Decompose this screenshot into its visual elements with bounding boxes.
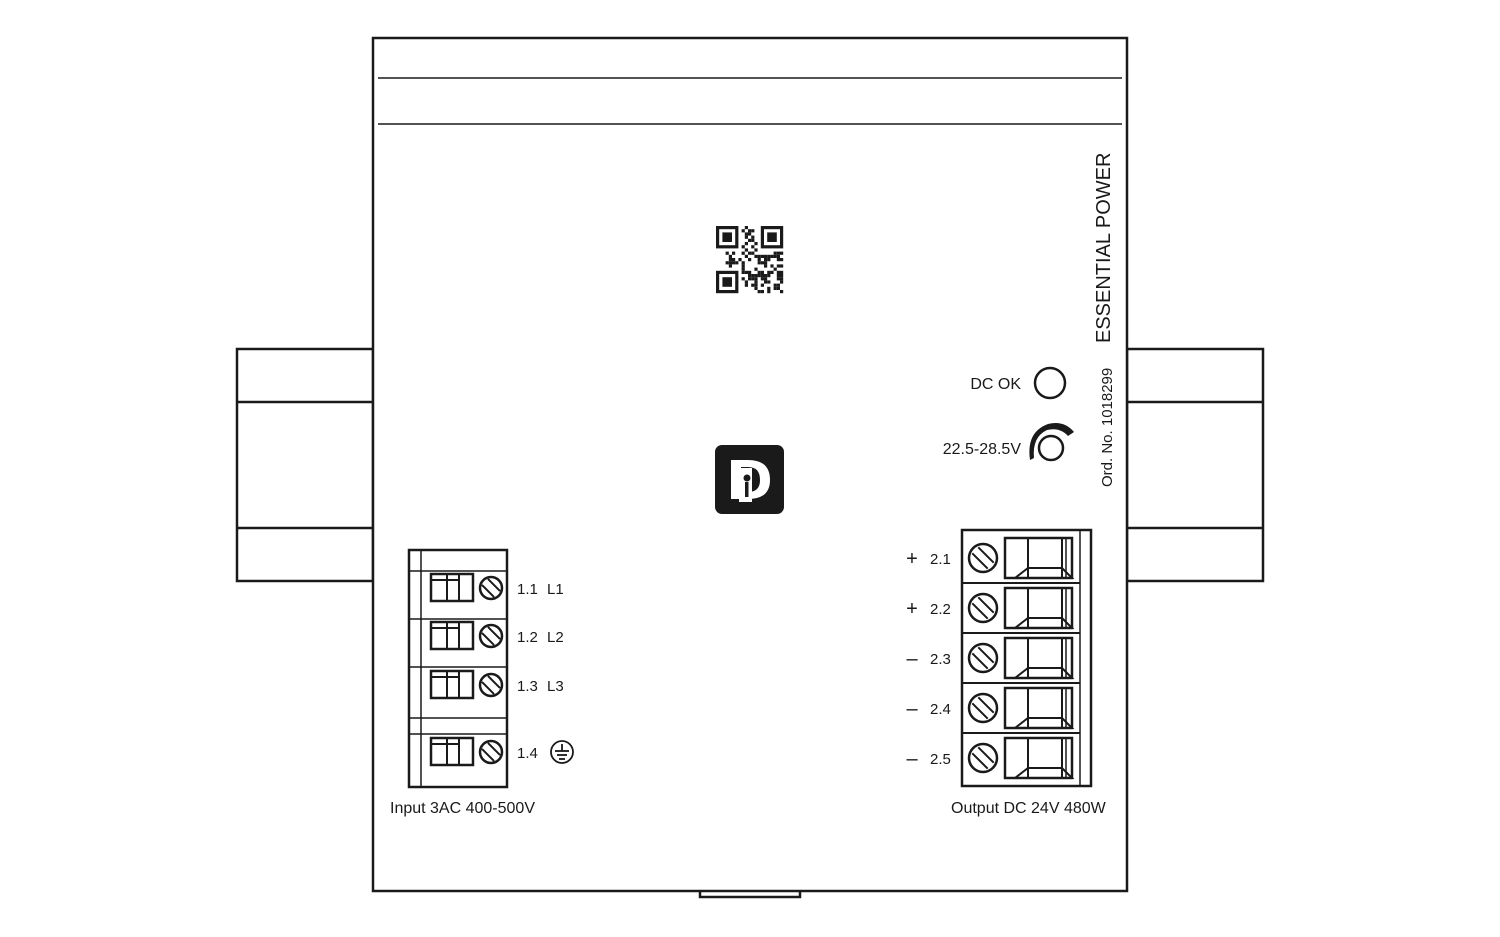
phoenix-logo-icon: [715, 445, 784, 514]
screw-icon: [967, 642, 999, 674]
input-terminal-number: 1.3: [517, 678, 538, 695]
output-caption: Output DC 24V 480W: [951, 800, 1107, 817]
voltage-adjust-label: 22.5-28.5V: [943, 441, 1022, 458]
output-terminal-number: 2.4: [930, 701, 951, 718]
input-terminal-1.1[interactable]: [429, 572, 475, 603]
screw-icon: [478, 672, 504, 698]
output-terminal-number: 2.1: [930, 551, 951, 568]
output-terminal-number: 2.5: [930, 751, 951, 768]
output-terminal-2.3[interactable]: [1003, 636, 1075, 680]
input-terminal-block: [407, 548, 509, 789]
input-terminal-number: 1.4: [517, 745, 538, 762]
screw-icon: [478, 575, 504, 601]
dc-ok-label: DC OK: [970, 376, 1021, 393]
din-rail-left: [235, 347, 375, 583]
output-polarity: +: [906, 548, 918, 570]
output-terminal-2.1[interactable]: [1003, 536, 1075, 580]
output-terminal-2.5[interactable]: [1003, 736, 1075, 780]
qr-code-icon: [716, 226, 784, 294]
output-polarity: –: [906, 648, 918, 670]
screw-icon: [967, 592, 999, 624]
output-terminal-2.2[interactable]: [1003, 586, 1075, 630]
input-terminal-label: L1: [547, 581, 564, 598]
output-terminal-number: 2.3: [930, 651, 951, 668]
led-indicator-icon: [1033, 366, 1067, 400]
din-clip: [698, 891, 802, 899]
ground-icon: [550, 740, 574, 764]
input-terminal-1.4[interactable]: [429, 736, 475, 767]
screw-icon: [967, 542, 999, 574]
input-terminal-label: L3: [547, 678, 564, 695]
output-polarity: –: [906, 698, 918, 720]
potentiometer-icon[interactable]: [1029, 423, 1074, 462]
output-terminal-2.4[interactable]: [1003, 686, 1075, 730]
output-terminal-number: 2.2: [930, 601, 951, 618]
input-terminal-1.3[interactable]: [429, 669, 475, 700]
brand-label: ESSENTIAL POWER: [1093, 153, 1115, 343]
order-number: Ord. No. 1018299: [1099, 368, 1116, 487]
input-terminal-number: 1.2: [517, 629, 538, 646]
screw-icon: [478, 739, 504, 765]
input-terminal-number: 1.1: [517, 581, 538, 598]
input-caption: Input 3AC 400-500V: [390, 800, 535, 817]
screw-icon: [478, 623, 504, 649]
din-rail-right: [1125, 347, 1265, 583]
output-polarity: –: [906, 748, 918, 770]
output-terminal-block: [960, 528, 1093, 788]
output-polarity: +: [906, 598, 918, 620]
screw-icon: [967, 742, 999, 774]
screw-icon: [967, 692, 999, 724]
input-terminal-label: L2: [547, 629, 564, 646]
input-terminal-1.2[interactable]: [429, 620, 475, 651]
